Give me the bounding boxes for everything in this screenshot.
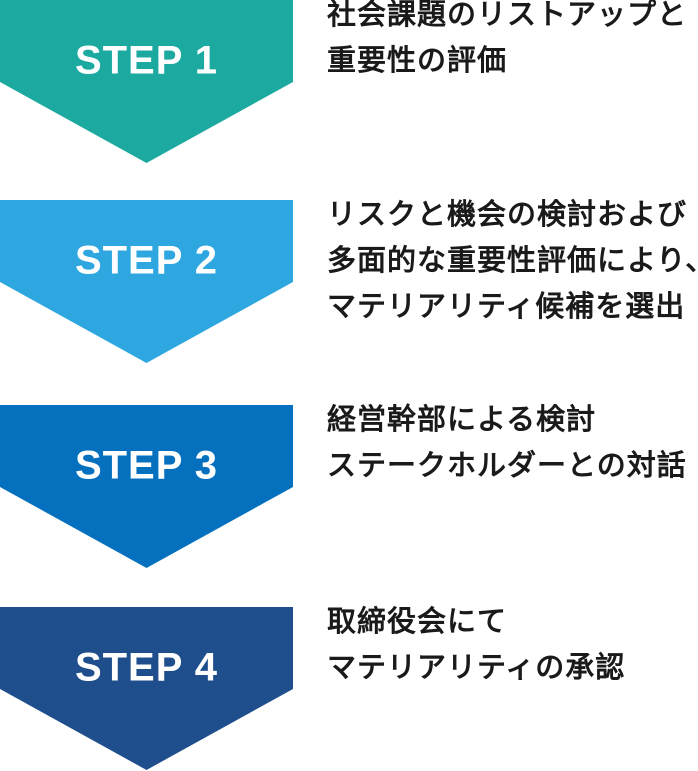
description-line: 多面的な重要性評価により、 (327, 245, 698, 277)
step-3-arrow-shape: STEP 3 (0, 405, 293, 568)
step-3-row: STEP 3 経営幹部による検討ステークホルダーとの対話 (0, 404, 698, 568)
step-2-description: リスクと機会の検討および多面的な重要性評価により、マテリアリティ候補を選出 (327, 192, 698, 330)
description-line: 取締役会にて (327, 606, 508, 638)
step-1-label: STEP 1 (74, 38, 219, 83)
step-1-arrow-shape: STEP 1 (0, 0, 293, 163)
description-line: リスクと機会の検討および (327, 199, 688, 231)
description-line: ステークホルダーとの対話 (327, 450, 687, 482)
step-1-description: 社会課題のリストアップと重要性の評価 (327, 0, 687, 84)
description-line: マテリアリティの承認 (327, 652, 626, 684)
step-3-label: STEP 3 (74, 443, 219, 488)
description-line: 経営幹部による検討 (327, 404, 597, 436)
step-2-arrow-shape: STEP 2 (0, 200, 293, 363)
step-4-label: STEP 4 (74, 645, 219, 690)
step-2-label: STEP 2 (74, 238, 219, 283)
step-4-arrow-shape: STEP 4 (0, 607, 293, 770)
description-line: 社会課題のリストアップと (327, 0, 688, 31)
step-1-row: STEP 1 社会課題のリストアップと重要性の評価 (0, 0, 698, 163)
description-line: 重要性の評価 (327, 45, 508, 77)
step-4-row: STEP 4 取締役会にてマテリアリティの承認 (0, 606, 698, 770)
step-2-row: STEP 2 リスクと機会の検討および多面的な重要性評価により、マテリアリティ候… (0, 199, 698, 363)
step-3-description: 経営幹部による検討ステークホルダーとの対話 (327, 397, 687, 489)
step-4-description: 取締役会にてマテリアリティの承認 (327, 599, 625, 691)
description-line: マテリアリティ候補を選出 (327, 291, 686, 323)
